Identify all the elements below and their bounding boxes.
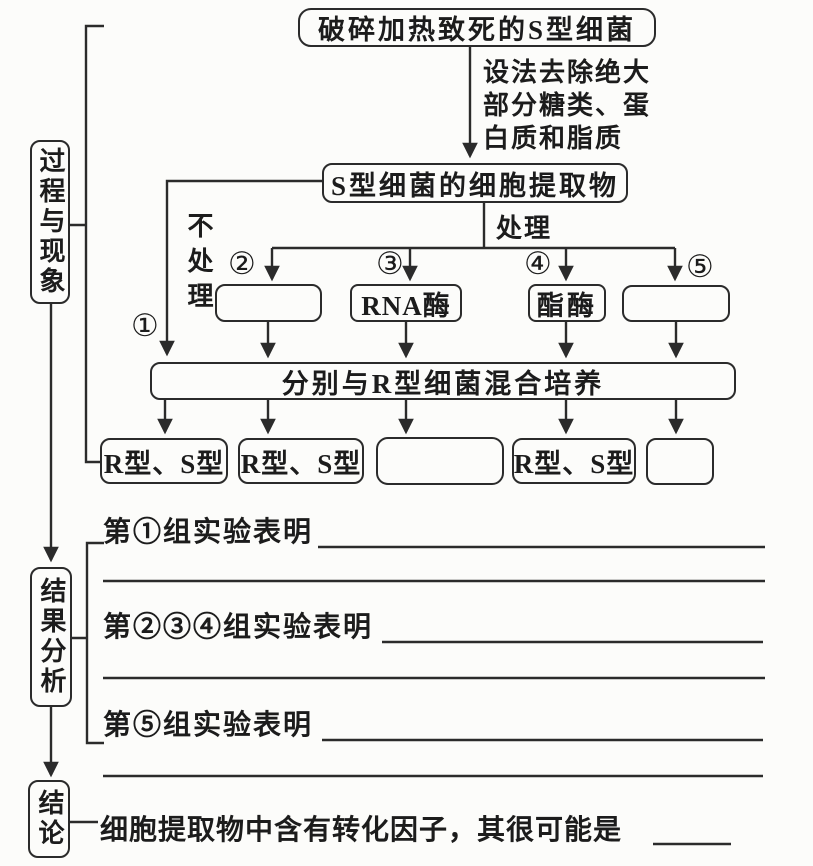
analysis-prompt-group5: 第⑤组实验表明 [103,710,314,741]
box-result5-blank [646,438,714,485]
group5-number: ⑤ [686,249,714,285]
box-s-cell-extract: S型细菌的细胞提取物 [322,163,628,203]
note-remove-line3: 白质和脂质 [483,124,624,153]
group3-number: ③ [376,246,404,282]
bracket-result-analysis [85,541,104,745]
group4-number: ④ [524,246,552,282]
box-enzyme-group5-blank [622,285,730,322]
box-result3-blank [376,437,504,485]
box-mix-with-r-bacteria: 分别与R型细菌混合培养 [150,362,736,400]
box-result4: R型、S型 [512,438,636,484]
label-treatment: 处理 [496,214,553,243]
label-no-treatment: 不处理 [184,212,213,317]
box-enzyme-group4-esterase: 酯酶 [528,284,606,322]
stage-box-result-analysis: 结果分析 [30,567,72,707]
stage-box-conclusion: 结论 [28,780,70,858]
box-heated-killed-s-bacteria: 破碎加热致死的S型细菌 [298,8,656,47]
group1-number: ① [131,308,159,344]
box-result2: R型、S型 [238,438,364,484]
bracket-process-phenomenon [84,24,104,464]
analysis-prompt-group1: 第①组实验表明 [103,517,314,548]
conclusion-statement: 细胞提取物中含有转化因子，其很可能是 [100,815,623,846]
stage-box-process-phenomenon: 过程与现象 [30,140,70,304]
note-remove-line1: 设法去除绝大 [483,58,652,87]
note-remove-line2: 部分糖类、蛋 [483,91,652,120]
group2-number: ② [228,246,256,282]
box-enzyme-group2-blank [215,284,322,322]
analysis-prompt-group234: 第②③④组实验表明 [103,612,374,643]
box-result1: R型、S型 [100,438,228,484]
box-enzyme-group3-rnase: RNA酶 [350,284,462,322]
